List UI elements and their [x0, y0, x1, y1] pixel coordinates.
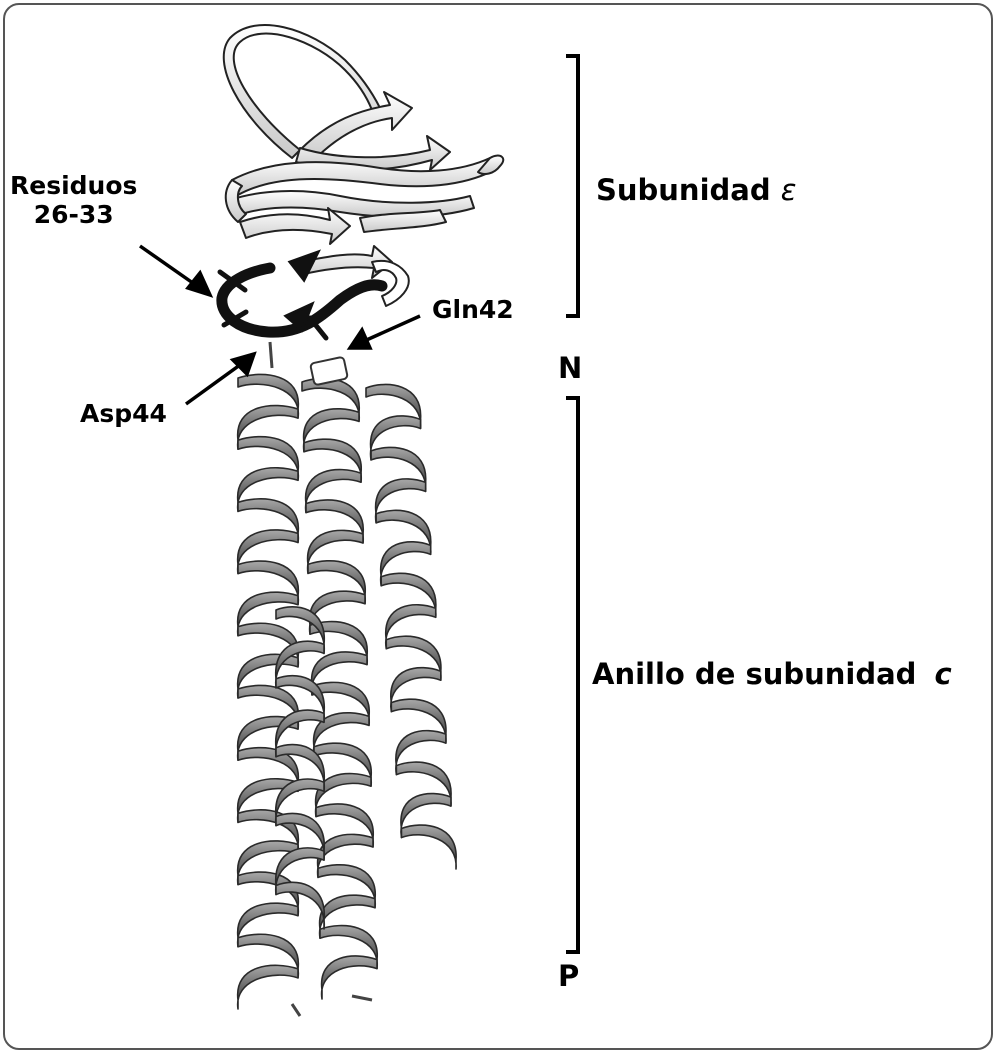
ring-c-label: Anillo de subunidad c — [592, 657, 952, 691]
epsilon-symbol: ε — [780, 173, 797, 207]
pointer-arrows — [138, 244, 421, 406]
epsilon-strand-5 — [239, 207, 351, 245]
asp44-label: Asp44 — [80, 399, 167, 428]
subunit-epsilon-text: Subunidad — [596, 173, 771, 207]
ring-c-text: Anillo de subunidad — [592, 657, 917, 691]
epsilon-strand-1 — [299, 91, 413, 163]
asp44-arrow — [184, 360, 246, 406]
c-subunit-helices — [237, 373, 457, 1010]
residuos-label: Residuos 26-33 — [10, 171, 138, 230]
c-symbol: c — [934, 657, 952, 691]
figure-frame — [3, 3, 993, 1050]
n-terminal-label: N — [558, 351, 583, 385]
helix-3-segment — [400, 824, 457, 870]
ring-c-bracket — [566, 396, 580, 954]
epsilon-strand-6 — [359, 209, 447, 233]
helix-4-segment — [275, 881, 325, 930]
epsilon-bracket — [566, 54, 580, 318]
epsilon-strand-3-end — [477, 154, 505, 175]
gln42-arrow — [361, 314, 421, 344]
residuos-label-line2: 26-33 — [33, 199, 114, 229]
brackets — [566, 54, 580, 954]
epsilon-subunit-beta-sheets — [222, 24, 505, 307]
helix-2-segment — [320, 955, 378, 1000]
epsilon-left-edge — [224, 179, 247, 223]
helix-1-segment — [237, 964, 299, 1010]
residuos-arrow — [138, 244, 202, 290]
epsilon-top-loop — [222, 24, 381, 159]
residues-26-33-loop — [216, 249, 388, 341]
gln42-label: Gln42 — [432, 295, 514, 324]
subunit-epsilon-label: Subunidad ε — [596, 173, 797, 207]
epsilon-lower-loop — [371, 260, 410, 307]
residuos-label-line1: Residuos — [10, 171, 138, 200]
p-terminal-label: P — [558, 959, 580, 993]
n-terminal-sticks — [268, 341, 373, 1017]
epsilon-strand-4 — [229, 190, 475, 218]
